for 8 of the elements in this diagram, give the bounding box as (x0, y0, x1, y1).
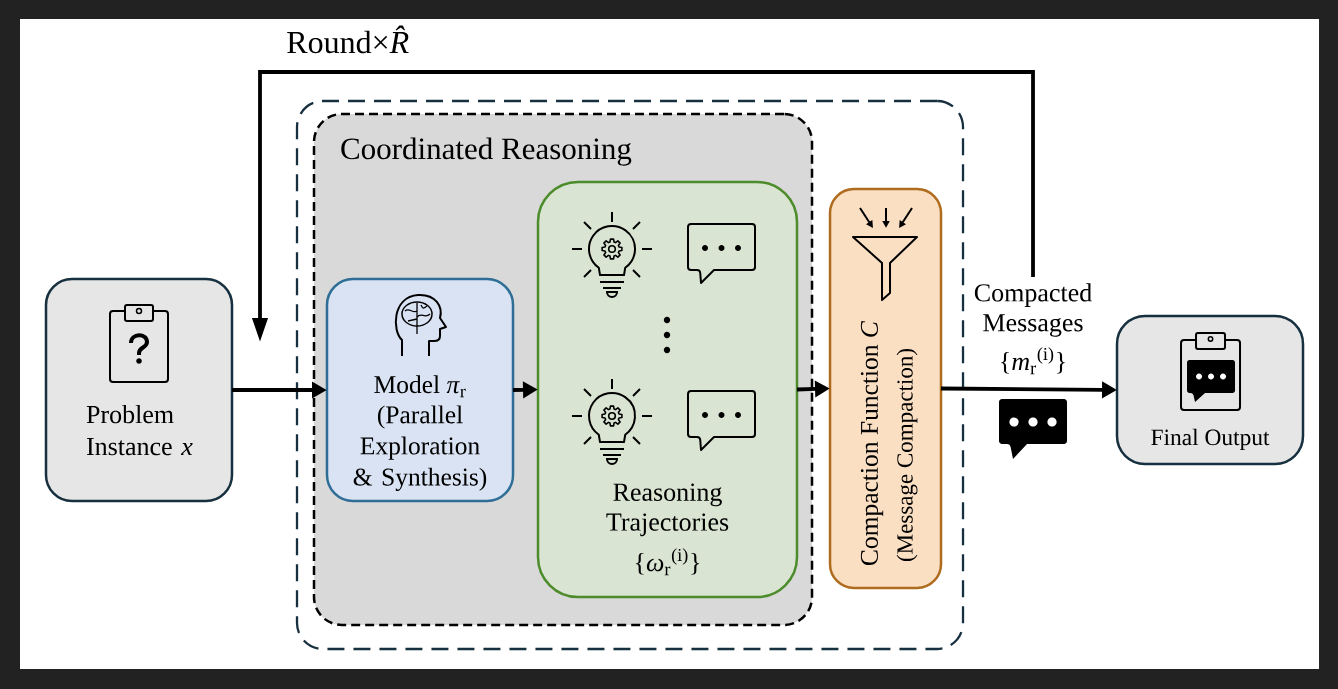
compaction-box: Compaction Function C (Message Compaction) (828, 187, 943, 590)
math-label: {m$_{r}$$^{(i)}$} (1001, 347, 1065, 375)
dashed-boundary (295, 99, 965, 651)
edge-label: Round×R̂ (287, 25, 409, 54)
model-box: Model π$_{r}$ (Parallel Exploration & Synthesis) (325, 277, 515, 503)
trajectories-box: Reasoning Trajectories {ω$_{r}$$^{(i)}$} (536, 180, 799, 599)
annotation-text: Compacted Messages (974, 283, 1092, 337)
problem-box: Problem Instance x (44, 277, 234, 503)
